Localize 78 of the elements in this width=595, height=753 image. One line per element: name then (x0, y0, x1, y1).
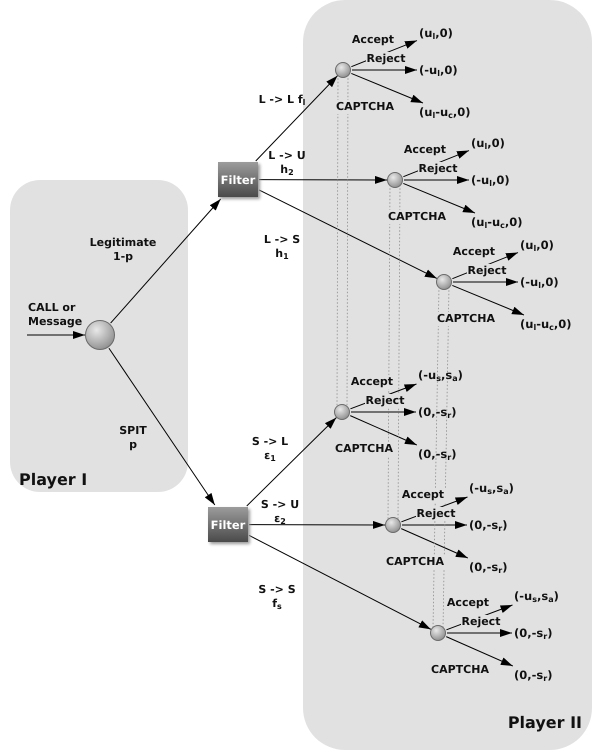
edge-label: Reject (364, 394, 406, 408)
player-panel (303, 0, 592, 750)
payoff-label: (-u$_{s}$,s$_{a}$) (469, 481, 514, 495)
payoff-label: (u$_{l}$,0) (471, 136, 505, 150)
edge-label: S -> S f$_{s}$ (257, 583, 297, 611)
edge-label: L -> L f$_{l}$ (258, 93, 306, 107)
payoff-label: (-u$_{s}$,s$_{a}$) (418, 368, 463, 382)
arrow (452, 284, 524, 316)
payoff-label: (-u$_{l}$,0) (520, 275, 559, 289)
arrow (26, 331, 86, 339)
decision-node (335, 62, 351, 78)
edge-label: CALL or Message (28, 301, 84, 329)
edge-label: CAPTCHA (335, 100, 395, 114)
payoff-label: (0,-s$_{r}$) (469, 518, 508, 532)
arrow (402, 521, 468, 529)
edge-label: Reject (416, 507, 456, 521)
arrow (258, 189, 438, 279)
payoff-label: (0,-s$_{r}$) (469, 560, 508, 574)
arrow (110, 198, 222, 324)
filter-box: Filter (218, 162, 258, 197)
arrow (248, 534, 432, 630)
filter-box: Filter (208, 507, 248, 542)
edge-label: CAPTCHA (387, 210, 447, 224)
payoff-label: (0,-s$_{r}$) (514, 626, 552, 640)
arrow (248, 520, 386, 529)
arrow (258, 176, 388, 184)
edge-label: Reject (466, 264, 508, 278)
arrow (446, 629, 512, 637)
edge-label: Accept (402, 143, 448, 157)
edge-label: Accept (350, 33, 396, 47)
edge-label: L -> S h$_{1}$ (262, 233, 302, 261)
edge-label: S -> L ε$_{1}$ (250, 435, 290, 463)
payoff-label: (u$_{l}$-u$_{c}$,0) (471, 215, 523, 229)
payoff-label: (u$_{l}$-u$_{c}$,0) (520, 317, 572, 331)
arrow (452, 278, 518, 286)
player-label: Player II (508, 713, 582, 732)
payoff-label: (-u$_{l}$,0) (419, 63, 458, 77)
edge-label: S -> U ε$_{2}$ (260, 498, 300, 526)
decision-node (334, 404, 350, 420)
arrow (246, 417, 337, 506)
edge-label: CAPTCHA (436, 312, 496, 326)
edge-label: Reject (366, 52, 406, 66)
edge-label: SPIT p (118, 424, 148, 452)
arrow (350, 72, 424, 104)
edge-label: Reject (418, 162, 458, 176)
edge-label: CAPTCHA (385, 555, 445, 569)
payoff-label: (0,-s$_{r}$) (514, 668, 552, 682)
decision-node (436, 274, 452, 290)
edge-label: Accept (446, 596, 490, 610)
arrow (404, 176, 470, 184)
payoff-label: (u$_{l}$,0) (520, 238, 554, 252)
edge-label: CAPTCHA (334, 442, 394, 456)
arrow (350, 415, 418, 446)
payoff-label: (0,-s$_{r}$) (418, 447, 456, 461)
payoff-label: (u$_{l}$,0) (419, 26, 453, 40)
arrow (446, 636, 514, 666)
edge-label: Legitimate 1-p (88, 236, 158, 264)
decision-node (430, 625, 446, 641)
edge-label: Accept (350, 375, 394, 389)
arrow (255, 75, 338, 162)
payoff-label: (u$_{l}$-u$_{c}$,0) (419, 105, 471, 119)
payoff-label: (0,-s$_{r}$) (418, 405, 456, 419)
edge-label: Accept (400, 488, 446, 502)
arrow (350, 408, 416, 416)
decision-node (85, 320, 115, 350)
edge-label: Reject (460, 615, 502, 629)
arrow (108, 348, 216, 506)
arrow (400, 528, 468, 558)
edge-label: Accept (452, 245, 496, 259)
arrow (402, 182, 476, 214)
arrow (352, 66, 418, 74)
player-panel (10, 180, 188, 492)
decision-node (387, 172, 403, 188)
decision-node (385, 517, 401, 533)
payoff-label: (-u$_{l}$,0) (471, 173, 510, 187)
player-label: Player I (19, 470, 88, 489)
payoff-label: (-u$_{s}$,s$_{a}$) (514, 589, 559, 603)
edge-label: L -> U h$_{2}$ (267, 149, 307, 177)
